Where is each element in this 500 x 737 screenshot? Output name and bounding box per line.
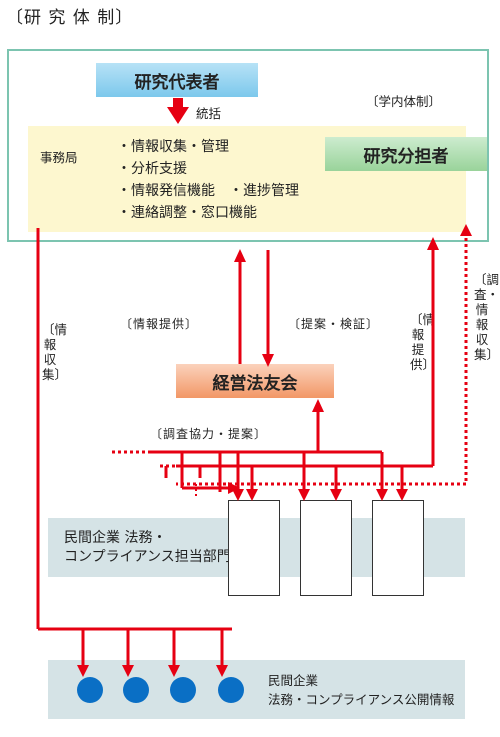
duty-item: ・情報収集・管理 — [117, 139, 229, 155]
corporate-legal-label-line1: 民間企業 法務・ — [64, 530, 167, 546]
public-info-band — [48, 660, 465, 719]
info-provide-label: 〔情報提供〕 — [120, 317, 199, 331]
public-info-label-line1: 民間企業 — [268, 673, 319, 688]
survey-cooperation-label: 〔調査協力・提案〕 — [150, 427, 268, 441]
disclosure-dot — [123, 677, 149, 703]
principal-investigator-box: 研究代表者 — [96, 63, 258, 97]
disclosure-dot — [170, 677, 196, 703]
disclosure-dot — [77, 677, 103, 703]
page-title: 〔研 究 体 制〕 — [6, 8, 134, 28]
company-box — [228, 500, 280, 596]
proposal-verification-label: 〔提案・検証〕 — [288, 317, 380, 331]
keiei-hoyukai-box: 経営法友会 — [176, 364, 334, 398]
disclosure-dot — [218, 677, 244, 703]
duty-item: ・分析支援 — [117, 161, 187, 177]
company-box — [372, 500, 424, 596]
co-investigator-box: 研究分担者 — [325, 137, 487, 171]
public-info-label-line2: 法務・コンプライアンス公開情報 — [268, 692, 455, 707]
duty-item: ・情報発信機能 ・進捗管理 — [117, 183, 299, 199]
oversee-label: 統括 — [196, 106, 222, 121]
corporate-legal-label-line2: コンプライアンス担当部門 — [64, 549, 231, 565]
duty-item: ・連絡調整・窓口機能 — [117, 205, 257, 221]
company-box — [300, 500, 352, 596]
internal-system-label: 〔学内体制〕 — [366, 94, 442, 109]
secretariat-label: 事務局 — [40, 150, 78, 165]
